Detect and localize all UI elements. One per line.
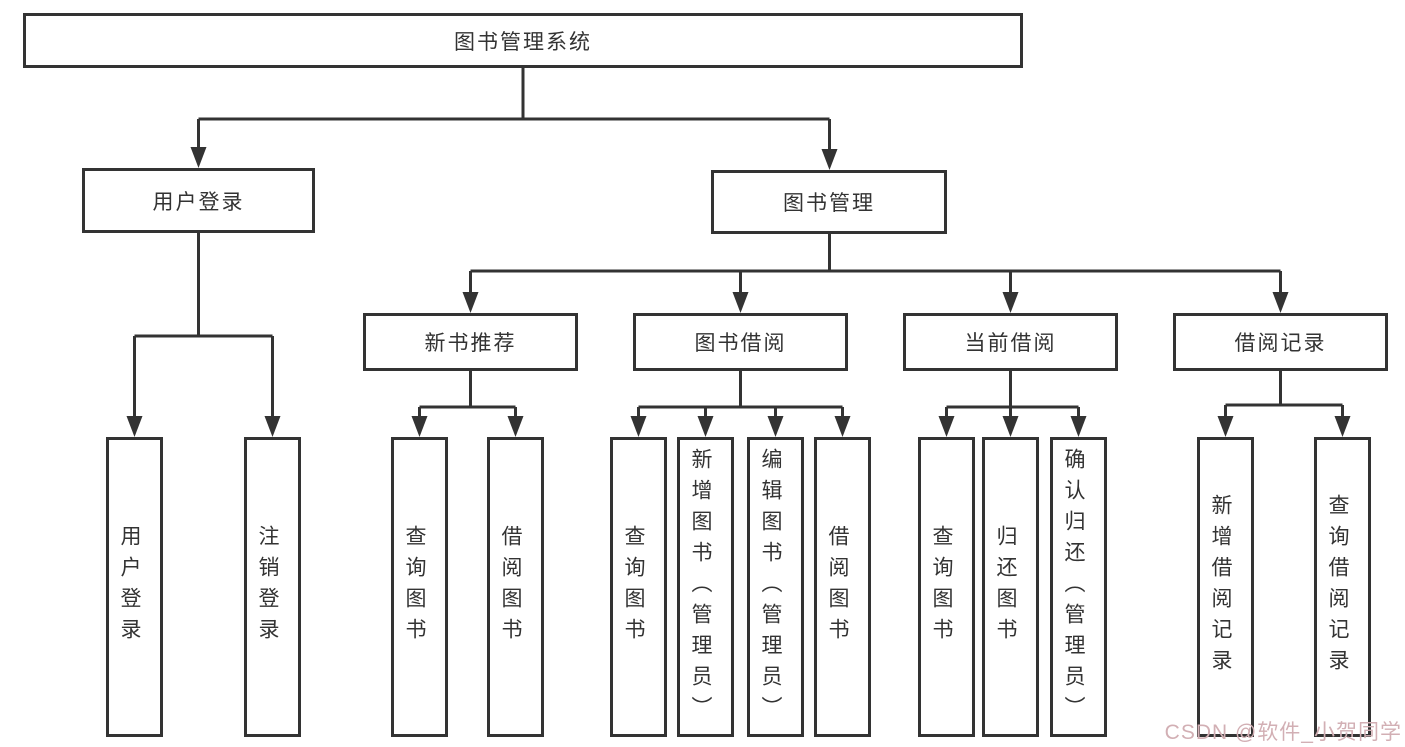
leaf-add-book-admin: 新增图书（管理员） bbox=[677, 437, 734, 737]
node-new-book-recommend: 新书推荐 bbox=[363, 313, 578, 371]
node-book-management-label: 图书管理 bbox=[783, 192, 875, 215]
node-borrow-records-label: 借阅记录 bbox=[1234, 332, 1327, 355]
leaf-edit-book-admin-label: 编辑图书（管理员） bbox=[759, 447, 782, 727]
leaf-query-books-3: 查询图书 bbox=[918, 437, 975, 737]
watermark: CSDN @软件_小贺同学 bbox=[1164, 721, 1402, 744]
node-library-system: 图书管理系统 bbox=[23, 13, 1023, 68]
node-book-borrow-label: 图书借阅 bbox=[694, 332, 787, 355]
node-borrow-records: 借阅记录 bbox=[1173, 313, 1388, 371]
leaf-borrow-book-1-label: 借阅图书 bbox=[499, 525, 522, 649]
leaf-borrow-book-2-label: 借阅图书 bbox=[826, 525, 849, 649]
node-new-book-recommend-label: 新书推荐 bbox=[424, 332, 517, 355]
node-user-login-label: 用户登录 bbox=[152, 190, 245, 214]
leaf-borrow-book-1: 借阅图书 bbox=[487, 437, 544, 737]
leaf-user-login: 用户登录 bbox=[106, 437, 163, 737]
leaf-logout-label: 注销登录 bbox=[256, 525, 279, 649]
leaf-return-book-label: 归还图书 bbox=[994, 525, 1017, 649]
leaf-query-books-2-label: 查询图书 bbox=[622, 525, 645, 649]
node-current-borrow-label: 当前借阅 bbox=[964, 332, 1057, 355]
leaf-query-borrow-record: 查询借阅记录 bbox=[1314, 437, 1371, 737]
node-book-management: 图书管理 bbox=[711, 170, 947, 234]
node-book-borrow: 图书借阅 bbox=[633, 313, 848, 371]
leaf-user-login-label: 用户登录 bbox=[118, 525, 141, 649]
leaf-query-borrow-record-label: 查询借阅记录 bbox=[1326, 494, 1349, 680]
leaf-add-book-admin-label: 新增图书（管理员） bbox=[689, 447, 712, 727]
leaf-add-borrow-record-label: 新增借阅记录 bbox=[1209, 494, 1232, 680]
leaf-edit-book-admin: 编辑图书（管理员） bbox=[747, 437, 804, 737]
leaf-query-books-3-label: 查询图书 bbox=[930, 525, 953, 649]
leaf-query-books-1-label: 查询图书 bbox=[403, 525, 426, 649]
node-library-system-label: 图书管理系统 bbox=[454, 30, 592, 54]
leaf-add-borrow-record: 新增借阅记录 bbox=[1197, 437, 1254, 737]
leaf-query-books-1: 查询图书 bbox=[391, 437, 448, 737]
leaf-confirm-return-admin-label: 确认归还（管理员） bbox=[1062, 447, 1085, 727]
leaf-query-books-2: 查询图书 bbox=[610, 437, 667, 737]
node-current-borrow: 当前借阅 bbox=[903, 313, 1118, 371]
node-user-login: 用户登录 bbox=[82, 168, 315, 233]
leaf-confirm-return-admin: 确认归还（管理员） bbox=[1050, 437, 1107, 737]
leaf-logout: 注销登录 bbox=[244, 437, 301, 737]
leaf-return-book: 归还图书 bbox=[982, 437, 1039, 737]
leaf-borrow-book-2: 借阅图书 bbox=[814, 437, 871, 737]
